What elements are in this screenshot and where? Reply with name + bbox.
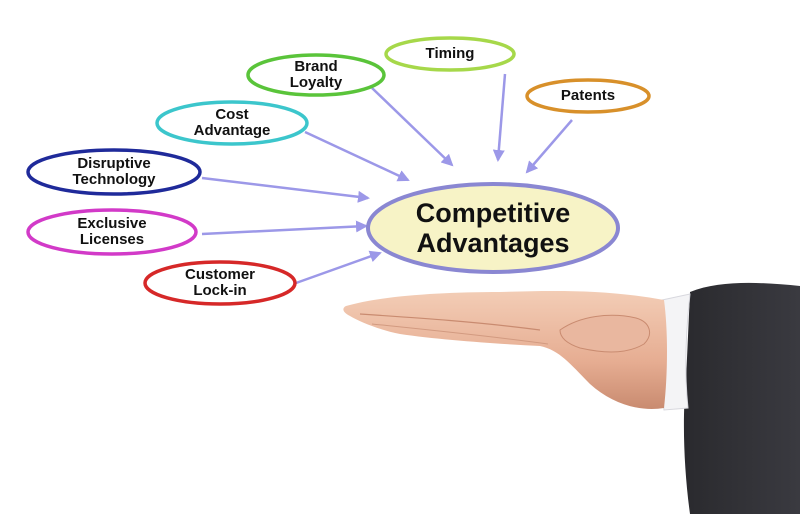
node-ellipse-timing: [384, 36, 516, 72]
hand-illustration: [343, 282, 800, 514]
center-ellipse: [366, 182, 620, 274]
node-label-patents: Patents: [560, 87, 616, 105]
arrows: [201, 73, 573, 285]
node-label-exclusive-licenses: Exclusive Licenses: [77, 215, 147, 248]
thumb: [559, 314, 651, 353]
node-ellipses: [26, 36, 651, 306]
node-ellipse-cost-advantage: [155, 100, 309, 146]
node-label-customer-lock-in: Customer Lock-in: [184, 266, 255, 299]
node-label-disruptive-technology: Disruptive Technology: [72, 155, 156, 188]
node-ellipse-customer-lock-in: [143, 260, 297, 306]
arrow-timing: [492, 73, 507, 162]
node-ellipse-disruptive-technology: [26, 148, 202, 196]
arrow-disruptive-technology: [201, 176, 370, 203]
node-label-cost-advantage: Cost Advantage: [193, 106, 271, 139]
arrow-brand-loyalty: [371, 87, 454, 167]
node-ellipse-patents: [525, 78, 651, 114]
suit-sleeve: [683, 282, 800, 514]
center-label: Competitive Advantages: [415, 197, 571, 258]
arrow-cost-advantage: [304, 130, 410, 182]
node-label-timing: Timing: [425, 45, 475, 63]
arrow-customer-lock-in: [295, 250, 382, 285]
node-ellipse-brand-loyalty: [246, 53, 386, 97]
node-label-brand-loyalty: Brand Loyalty: [289, 58, 343, 91]
arrow-exclusive-licenses: [201, 220, 368, 236]
arrow-patents: [525, 119, 573, 174]
node-ellipse-exclusive-licenses: [26, 208, 198, 256]
